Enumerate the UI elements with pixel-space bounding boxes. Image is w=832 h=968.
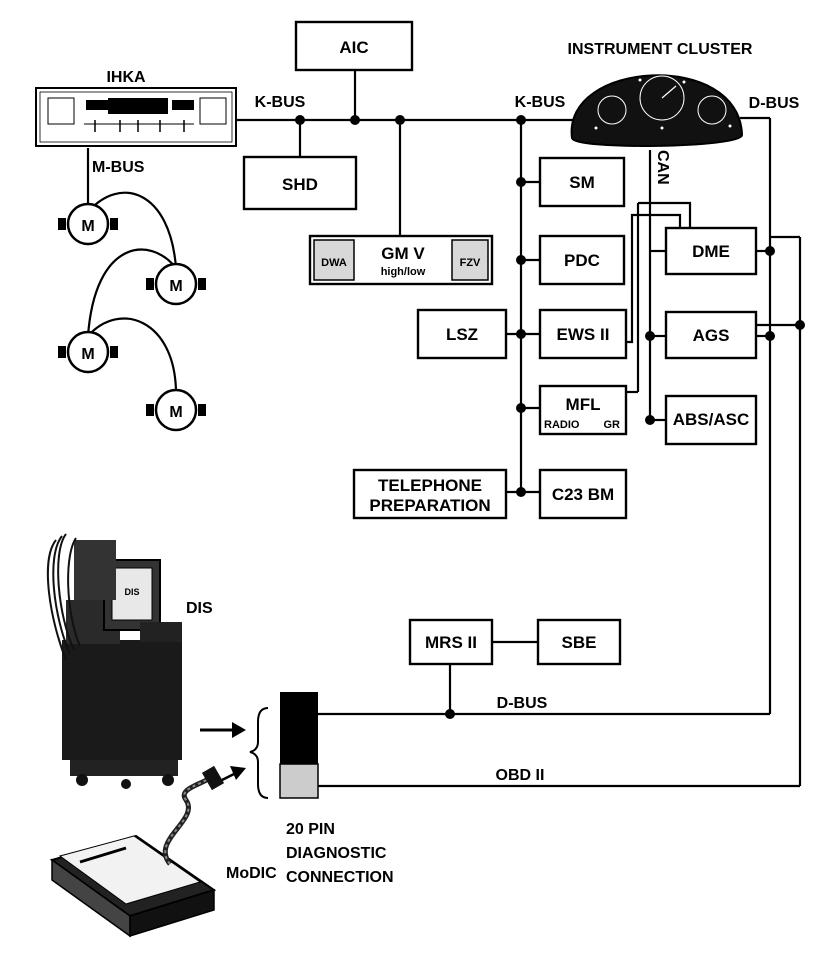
telephone-label-1: TELEPHONE xyxy=(378,476,482,495)
d-bus-top-label: D-BUS xyxy=(749,95,800,112)
gmv-sub-label: high/low xyxy=(381,266,426,278)
fzv-label: FZV xyxy=(460,257,481,269)
abs-box xyxy=(664,394,758,446)
can-label: CAN xyxy=(654,150,671,185)
gmv-label: GM V xyxy=(381,244,425,263)
motor-1-label: M xyxy=(81,218,94,235)
telephone-box xyxy=(352,468,508,520)
modic-label: MoDIC xyxy=(226,865,277,882)
sm-box xyxy=(538,156,626,208)
instrument-cluster-label: INSTRUMENT CLUSTER xyxy=(568,41,753,58)
lsz-label: LSZ xyxy=(446,325,478,344)
pdc-label: PDC xyxy=(564,251,600,270)
mfl-label: MFL xyxy=(566,395,601,414)
lsz-box xyxy=(416,308,508,360)
diag-label-2: DIAGNOSTIC xyxy=(286,845,387,862)
c23-box xyxy=(538,468,628,520)
sbe-label: SBE xyxy=(562,633,597,652)
dwa-label: DWA xyxy=(321,257,347,269)
connector-arrows xyxy=(200,722,246,782)
d-bus-bottom-label: D-BUS xyxy=(497,695,548,712)
ags-label: AGS xyxy=(693,326,730,345)
fzv-box xyxy=(451,239,489,281)
k-bus-right-label: K-BUS xyxy=(515,94,566,111)
mrs-label: MRS II xyxy=(425,633,477,652)
motor-1 xyxy=(58,202,118,246)
abs-label: ABS/ASC xyxy=(673,410,750,429)
telephone-label-2: PREPARATION xyxy=(369,496,490,515)
c23-label: C23 BM xyxy=(552,485,614,504)
dis-screen-label: DIS xyxy=(124,587,139,597)
dme-box xyxy=(664,226,758,276)
sm-label: SM xyxy=(569,173,595,192)
pdc-box xyxy=(538,234,626,286)
obd-label: OBD II xyxy=(496,767,545,784)
motor-2-label: M xyxy=(169,278,182,295)
dis-label: DIS xyxy=(186,600,213,617)
dwa-box xyxy=(313,239,355,281)
ews-box xyxy=(538,308,628,360)
mfl-gr-label: GR xyxy=(604,419,621,431)
dis-tester xyxy=(46,533,182,789)
shd-box xyxy=(242,155,358,211)
diagnostic-connector xyxy=(249,692,319,799)
ihka-label: IHKA xyxy=(106,69,146,86)
motor-2 xyxy=(146,262,206,306)
motor-4 xyxy=(146,388,206,432)
motor-4-label: M xyxy=(169,404,182,421)
sbe-box xyxy=(536,618,622,666)
ihka-panel xyxy=(35,87,237,147)
shd-label: SHD xyxy=(282,175,318,194)
mrs-box xyxy=(408,618,494,666)
dme-label: DME xyxy=(692,242,730,261)
diag-label-3: CONNECTION xyxy=(286,869,394,886)
mfl-radio-label: RADIO xyxy=(544,419,580,431)
ews-label: EWS II xyxy=(557,325,610,344)
k-bus-left-label: K-BUS xyxy=(255,94,306,111)
modic-device xyxy=(49,765,225,938)
aic-label: AIC xyxy=(339,38,368,57)
diag-label-1: 20 PIN xyxy=(286,821,335,838)
mfl-box xyxy=(538,384,628,436)
ags-box xyxy=(664,310,758,360)
m-bus-label: M-BUS xyxy=(92,159,145,176)
instrument-cluster xyxy=(570,74,744,147)
aic-box xyxy=(294,20,414,72)
motor-3-label: M xyxy=(81,346,94,363)
motor-3 xyxy=(58,330,118,374)
junction-dots xyxy=(295,115,805,719)
